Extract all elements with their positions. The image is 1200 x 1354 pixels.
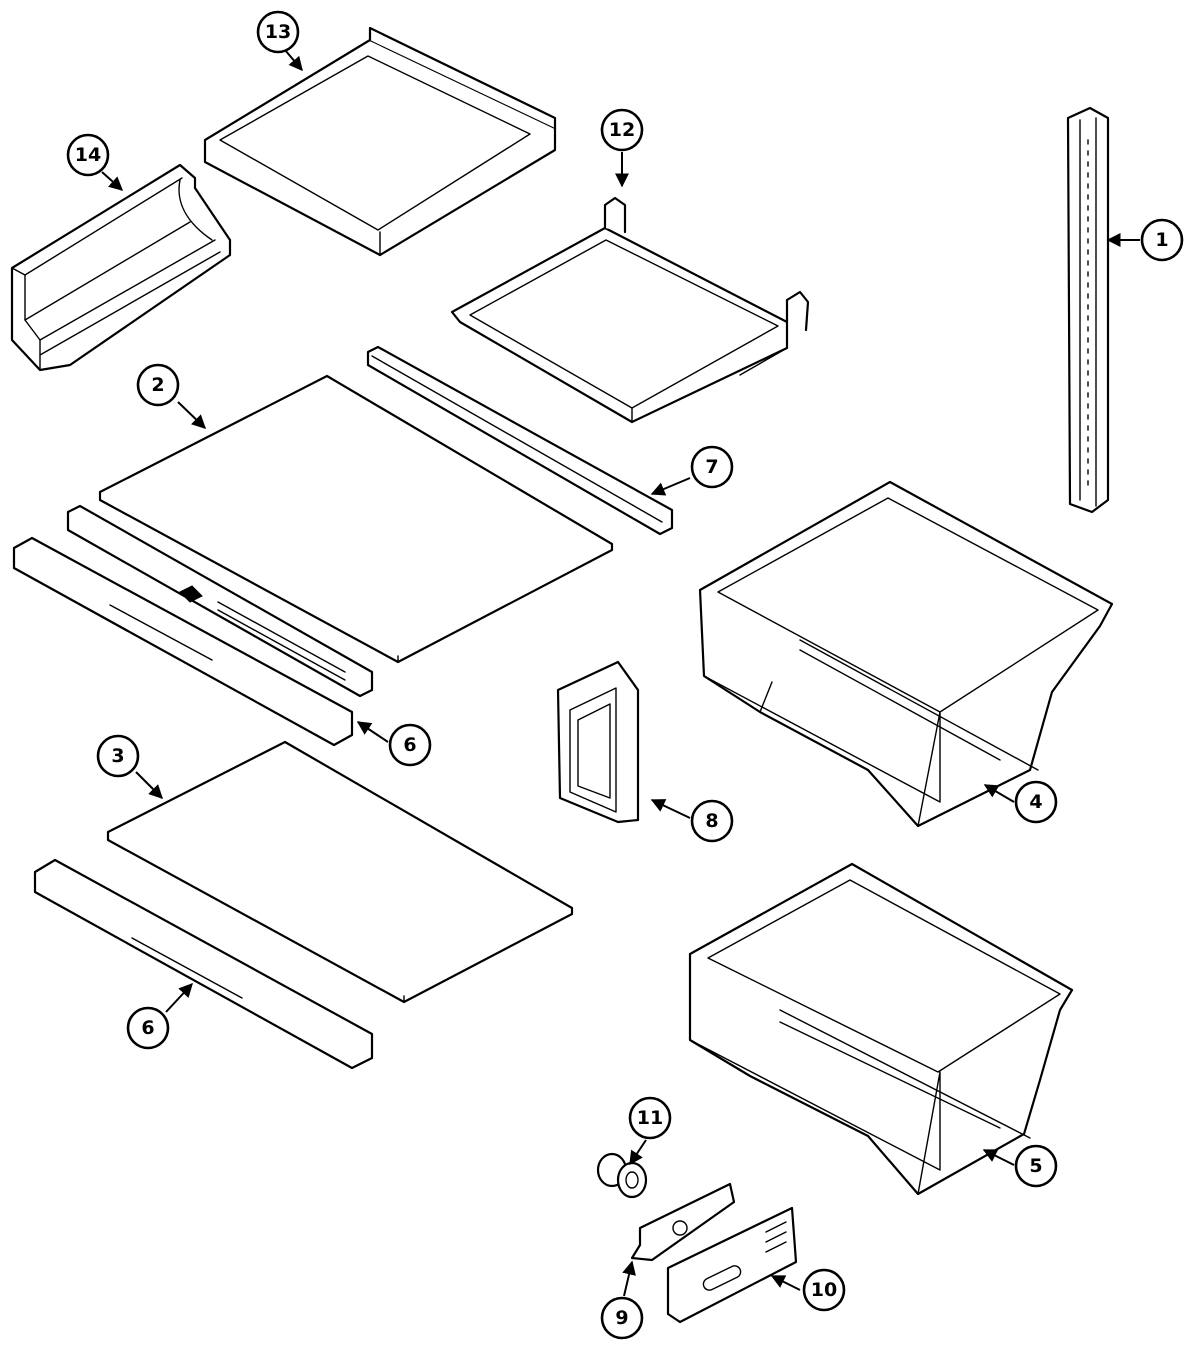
leader-6a <box>356 721 389 743</box>
callout-10: 10 <box>802 1268 846 1312</box>
callout-7: 7 <box>690 445 734 489</box>
callout-4: 4 <box>1014 780 1058 824</box>
callout-label: 10 <box>811 1279 837 1301</box>
humidity-control-part <box>556 660 640 824</box>
slide-out-shelf-part <box>450 196 810 424</box>
callout-label: 14 <box>75 144 101 166</box>
shelf-front-trim-lower-part <box>33 858 374 1070</box>
crisper-drawer-lower-part <box>688 862 1074 1196</box>
leader-10 <box>770 1275 801 1291</box>
leader-9 <box>622 1260 636 1297</box>
leader-3 <box>135 771 163 799</box>
cover-plate-part <box>666 1206 798 1324</box>
leader-11 <box>629 1139 647 1166</box>
callout-6-upper: 6 <box>388 723 432 767</box>
mounting-bracket-part <box>630 1182 736 1262</box>
leader-7 <box>650 477 691 496</box>
shelf-front-trim-upper-part <box>12 504 374 747</box>
callout-3: 3 <box>96 734 140 778</box>
callout-label: 7 <box>705 456 718 478</box>
leader-2 <box>177 401 207 429</box>
leader-4 <box>983 784 1015 803</box>
callouts: 1 2 3 4 5 6 6 7 <box>66 10 1184 1340</box>
callout-label: 6 <box>141 1017 154 1039</box>
leader-13 <box>284 49 303 72</box>
door-rail-part <box>10 163 232 372</box>
callout-label: 13 <box>265 21 291 43</box>
shelf-frame-part <box>203 26 557 257</box>
shelf-trim-strip-part <box>366 345 674 536</box>
callout-label: 2 <box>151 374 164 396</box>
leader-14 <box>101 171 124 191</box>
callout-label: 5 <box>1029 1155 1042 1177</box>
callout-label: 12 <box>609 119 635 141</box>
callout-label: 6 <box>403 734 416 756</box>
glass-shelf-upper-part <box>98 374 614 664</box>
callout-11: 11 <box>628 1096 672 1140</box>
callout-6-lower: 6 <box>126 1006 170 1050</box>
callout-1: 1 <box>1140 218 1184 262</box>
callout-14: 14 <box>66 133 110 177</box>
callout-9: 9 <box>600 1296 644 1340</box>
callout-13: 13 <box>256 10 300 54</box>
leader-5 <box>982 1149 1015 1166</box>
crisper-drawer-upper-part <box>698 480 1114 828</box>
callout-8: 8 <box>690 799 734 843</box>
leader-6b <box>165 982 193 1013</box>
leader-lines <box>101 49 1140 1297</box>
control-knob-part <box>596 1152 648 1199</box>
callout-label: 1 <box>1155 229 1168 251</box>
callout-label: 4 <box>1029 791 1042 813</box>
leader-8 <box>650 799 691 819</box>
callout-2: 2 <box>136 363 180 407</box>
shelf-ladder-rail-part <box>1066 106 1110 514</box>
callout-12: 12 <box>600 108 644 152</box>
callout-label: 9 <box>615 1307 628 1329</box>
callout-5: 5 <box>1014 1144 1058 1188</box>
callout-label: 3 <box>111 745 124 767</box>
callout-label: 11 <box>637 1107 663 1129</box>
glass-shelf-lower-part <box>106 740 574 1004</box>
callout-label: 8 <box>705 810 718 832</box>
